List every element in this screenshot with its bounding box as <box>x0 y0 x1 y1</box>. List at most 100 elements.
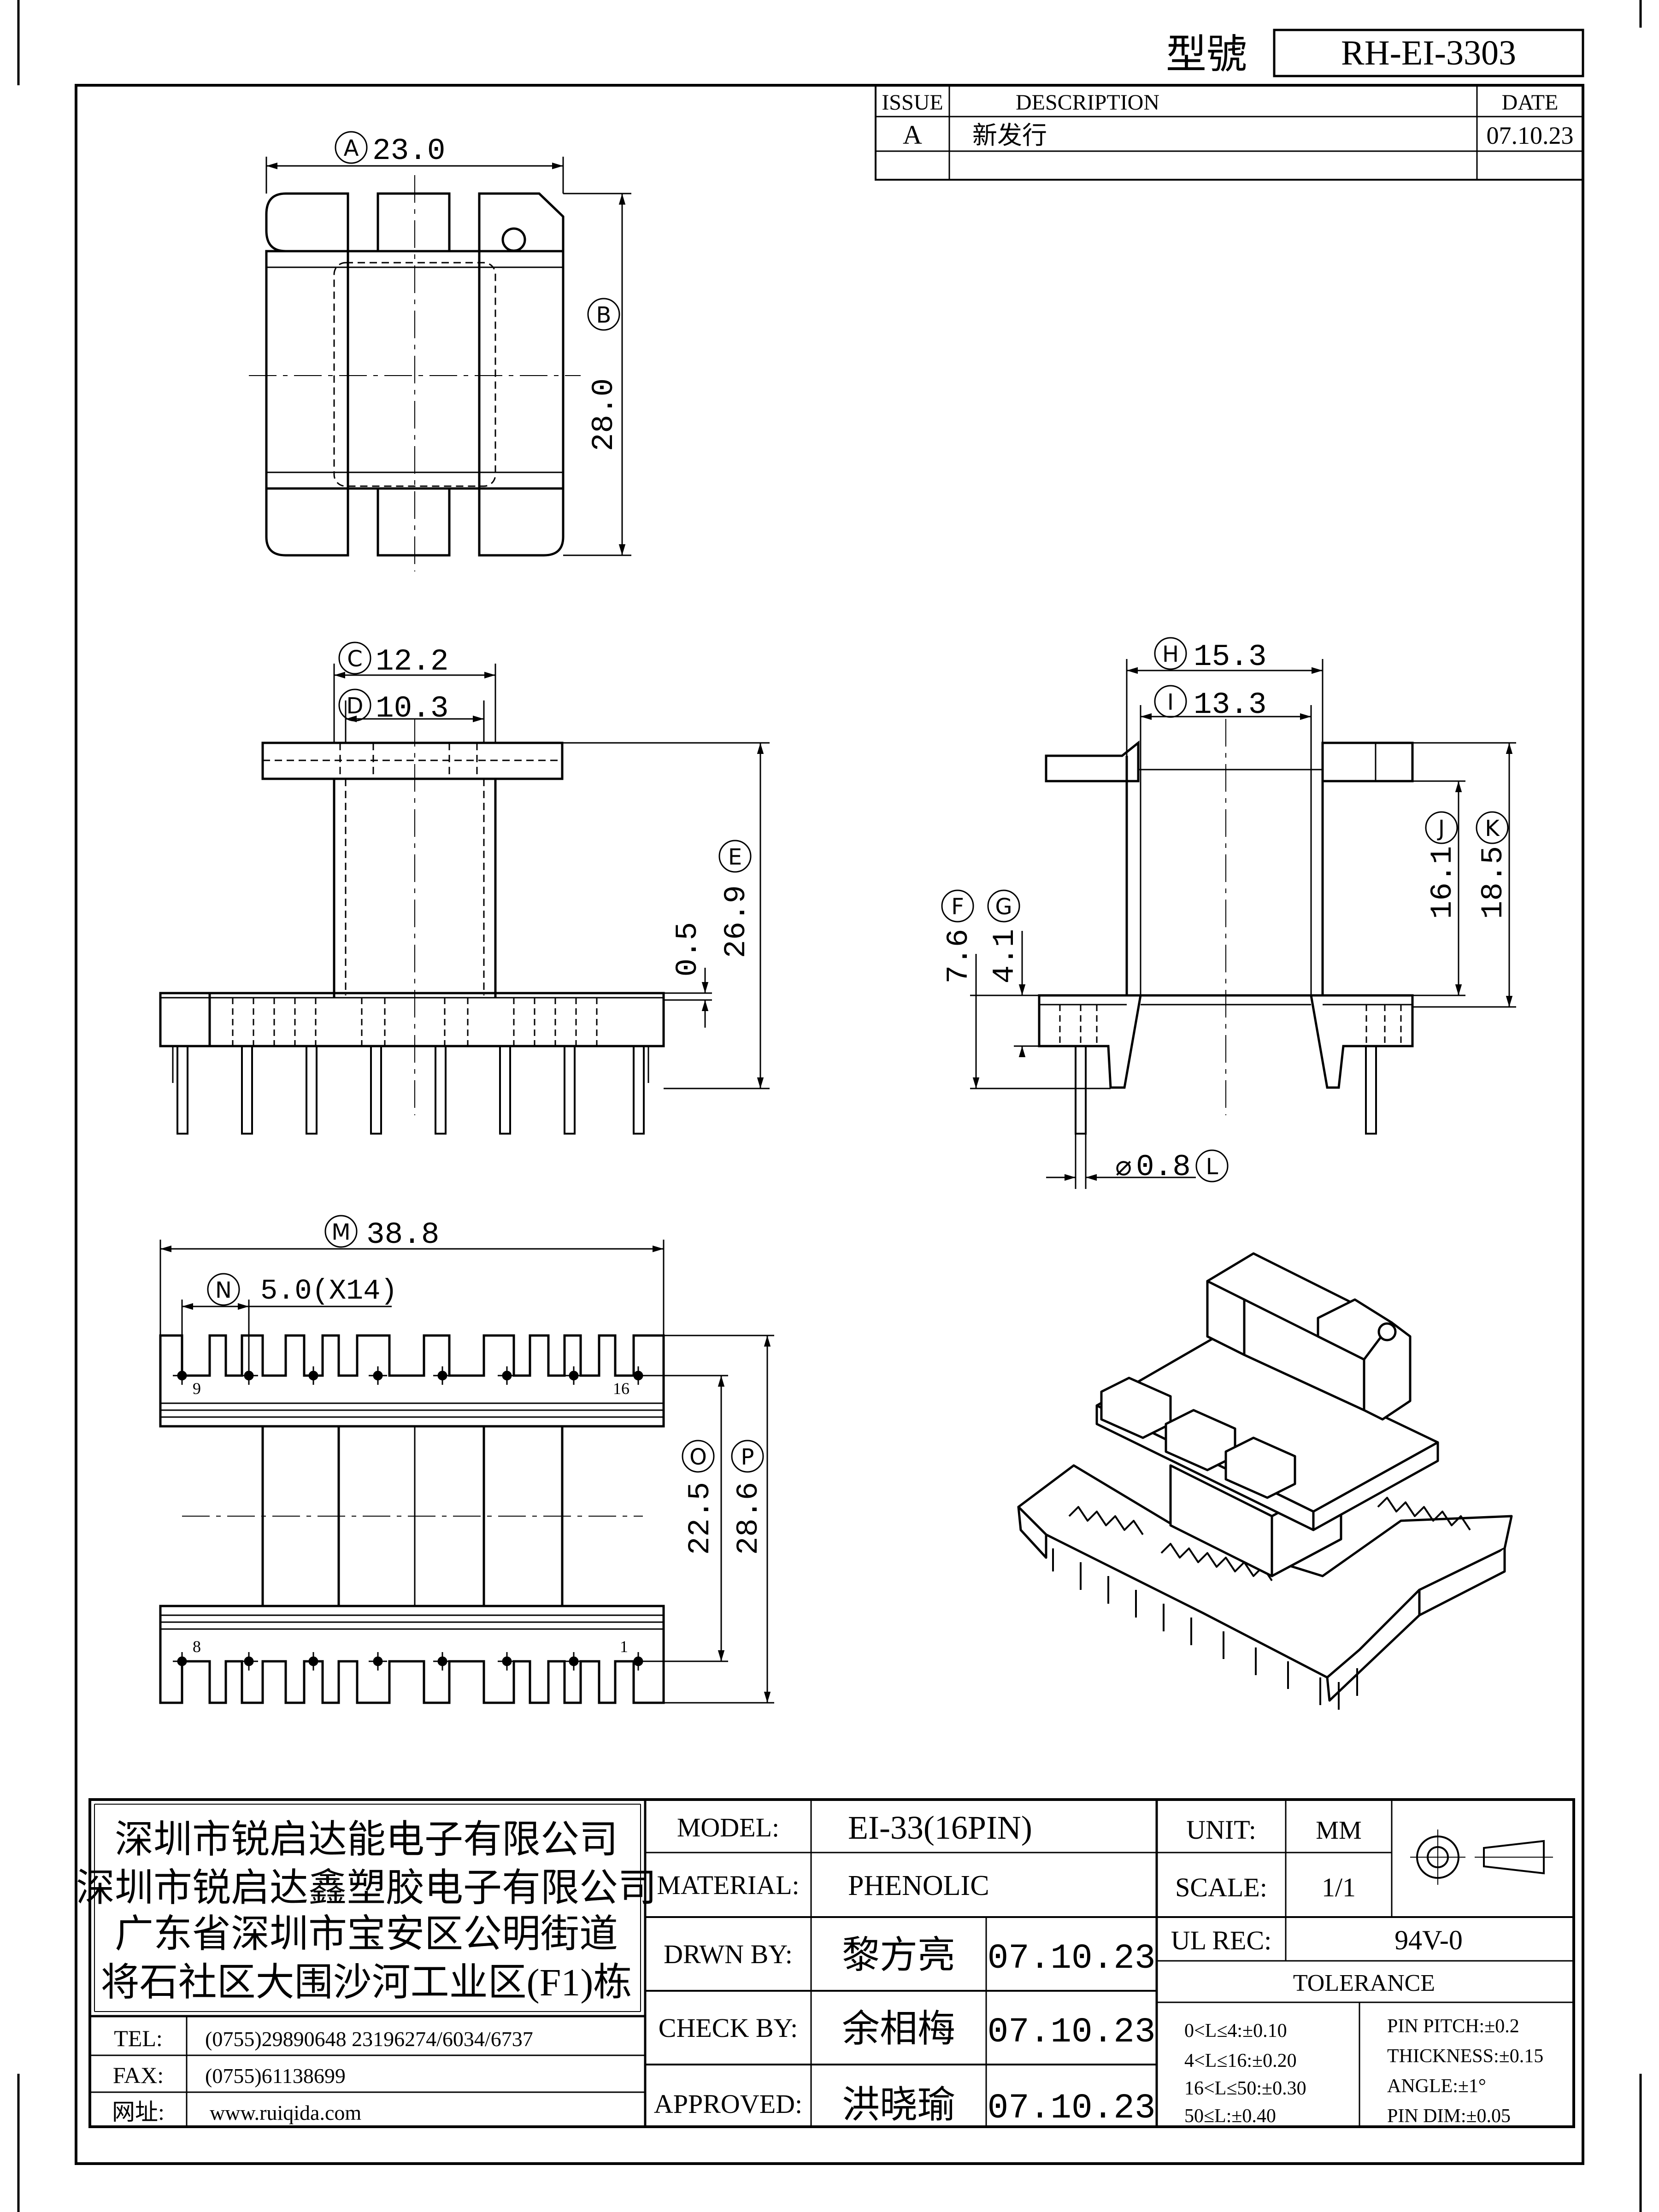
dim-g-letter: G <box>995 894 1012 920</box>
dim-e-value: 26.9 <box>719 885 753 958</box>
projection-symbol-icon <box>1410 1830 1553 1885</box>
dim-k-value: 18.5 <box>1476 846 1511 919</box>
top-view <box>249 175 581 571</box>
pin-label-16: 16 <box>613 1379 629 1398</box>
tel-value: (0755)29890648 23196274/6034/6737 <box>205 2027 533 2051</box>
dim-o-letter: O <box>689 1444 707 1470</box>
dim-k-letter: K <box>1485 816 1500 841</box>
drawing-border <box>17 0 1642 2212</box>
approved-name: 洪晓瑜 <box>842 2084 955 2126</box>
company-name-2: 深圳市锐启达鑫塑胶电子有限公司 <box>76 1867 657 1910</box>
dimension-f: F 7.6 <box>941 889 1111 1089</box>
dimension-d: D 10.3 <box>338 688 485 743</box>
dim-f-letter: F <box>951 894 964 920</box>
side-view <box>1038 719 1414 1135</box>
dimension-n: N 5.0(X14) <box>181 1273 398 1366</box>
company-name-1: 深圳市锐启达能电子有限公司 <box>115 1818 618 1861</box>
dim-p-value: 28.6 <box>731 1482 766 1555</box>
dimension-h: H 15.3 <box>1126 637 1324 756</box>
dim-c-letter: C <box>347 646 363 672</box>
dim-h-value: 15.3 <box>1194 640 1266 674</box>
dimension-l: ⌀ 0.8 L <box>1046 1134 1229 1189</box>
dim-h-letter: H <box>1162 641 1179 667</box>
dimension-c: C 12.2 <box>333 641 496 743</box>
pin-label-1: 1 <box>620 1637 628 1656</box>
bottom-view-pins <box>173 1366 647 1671</box>
web-value: www.ruiqida.com <box>210 2101 361 2124</box>
company-address-2: 将石社区大围沙河工业区(F1)栋 <box>101 1961 632 2004</box>
material-label: MATERIAL: <box>657 1870 799 1900</box>
dim-j-letter: J <box>1437 816 1445 841</box>
scale-label: SCALE: <box>1175 1872 1267 1902</box>
web-label: 网址: <box>112 2099 165 2125</box>
dim-b-letter: B <box>596 302 612 328</box>
approved-date: 07.10.23 <box>988 2088 1156 2128</box>
title-block: 深圳市锐启达能电子有限公司 深圳市锐启达鑫塑胶电子有限公司 广东省深圳市宝安区公… <box>76 1798 1575 2128</box>
material-value: PHENOLIC <box>848 1870 989 1901</box>
dimension-i: I 13.3 <box>1140 685 1312 781</box>
dim-a-letter: A <box>344 135 359 161</box>
dim-m-value: 38.8 <box>366 1218 439 1252</box>
fax-label: FAX: <box>113 2062 164 2088</box>
tolerance-left-2: 4<L≤16:±0.20 <box>1184 2050 1297 2071</box>
dim-e-extra-value: 0.5 <box>671 922 705 977</box>
dimension-o: O 22.5 <box>647 1375 728 1662</box>
tolerance-right-3: ANGLE:±1° <box>1387 2076 1486 2097</box>
dimension-b: B 28.0 <box>563 193 631 556</box>
drawn-name: 黎方亮 <box>842 1934 955 1976</box>
isometric-view <box>1017 1252 1513 1710</box>
dim-c-value: 12.2 <box>376 644 448 679</box>
drawn-date: 07.10.23 <box>988 1939 1156 1978</box>
company-address-1: 广东省深圳市宝安区公明街道 <box>115 1913 618 1956</box>
model-number-block: 型號 RH-EI-3303 <box>1166 29 1584 77</box>
fax-value: (0755)61138699 <box>205 2064 346 2088</box>
dim-l-letter: L <box>1206 1154 1218 1180</box>
front-view <box>159 719 665 1135</box>
dim-a-value: 23.0 <box>372 134 445 168</box>
drawn-label: DRWN BY: <box>664 1939 793 1969</box>
dimension-e-extra: 0.5 <box>664 922 712 1028</box>
dim-l-value: 0.8 <box>1136 1150 1191 1184</box>
dim-j-value: 16.1 <box>1425 846 1460 919</box>
dim-o-value: 22.5 <box>683 1482 718 1555</box>
tolerance-right-1: PIN PITCH:±0.2 <box>1387 2016 1519 2037</box>
pin-label-8: 8 <box>193 1637 201 1656</box>
check-name: 余相梅 <box>842 2008 955 2050</box>
revision-header-description: DESCRIPTION <box>1016 90 1159 115</box>
ul-value: 94V-0 <box>1394 1925 1463 1955</box>
revision-row-date: 07.10.23 <box>1487 122 1574 149</box>
model-label: MODEL: <box>677 1812 779 1842</box>
dim-e-letter: E <box>728 844 742 870</box>
tolerance-left-1: 0<L≤4:±0.10 <box>1184 2020 1287 2041</box>
model-number-label: 型號 <box>1166 33 1247 77</box>
revision-row-issue: A <box>903 120 922 150</box>
dim-d-letter: D <box>347 693 364 719</box>
dim-i-letter: I <box>1167 689 1174 715</box>
tolerance-left-4: 50≤L:±0.40 <box>1184 2106 1276 2127</box>
dimension-j: J 16.1 <box>1323 780 1465 996</box>
dimension-m: M 38.8 <box>159 1215 665 1335</box>
dim-m-letter: M <box>331 1219 350 1245</box>
dim-n-value: 5.0(X14) <box>260 1275 398 1307</box>
dim-d-value: 10.3 <box>376 691 448 726</box>
dimension-k: K 18.5 <box>1412 742 1516 1008</box>
tolerance-right-2: THICKNESS:±0.15 <box>1387 2046 1543 2067</box>
dim-b-value: 28.0 <box>587 378 621 451</box>
model-value: EI-33(16PIN) <box>848 1809 1032 1846</box>
dim-l-prefix: ⌀ <box>1115 1150 1132 1182</box>
check-label: CHECK BY: <box>659 2013 798 2043</box>
dimension-e: E 26.9 <box>562 742 770 1089</box>
model-number-value: RH-EI-3303 <box>1341 34 1516 72</box>
tolerance-right-4: PIN DIM:±0.05 <box>1387 2106 1511 2127</box>
dim-p-letter: P <box>741 1444 754 1470</box>
revision-row-description: 新发行 <box>972 122 1047 149</box>
bottom-view <box>159 1334 665 1704</box>
unit-value: MM <box>1316 1816 1362 1845</box>
dimension-p: P 28.6 <box>664 1335 774 1704</box>
approved-label: APPROVED: <box>654 2089 802 2119</box>
unit-label: UNIT: <box>1186 1815 1256 1845</box>
revision-header-date: DATE <box>1502 90 1559 115</box>
dimension-a: A 23.0 <box>265 131 564 194</box>
dim-n-letter: N <box>215 1277 232 1303</box>
